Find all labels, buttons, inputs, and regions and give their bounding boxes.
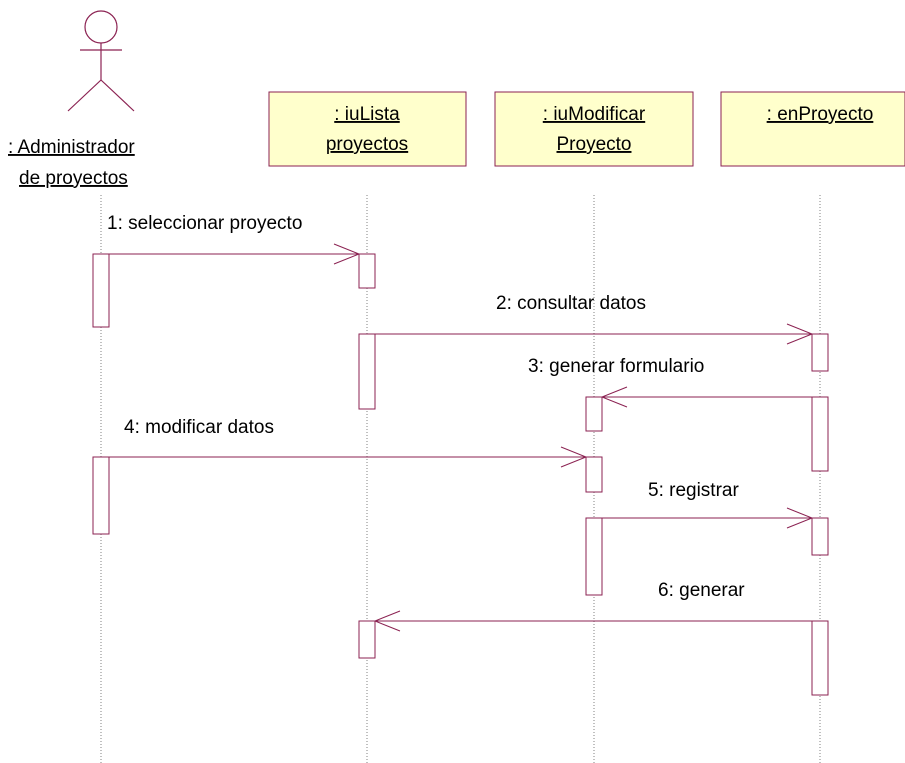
activation-bar xyxy=(92,456,110,535)
arrowhead-left-icon xyxy=(600,386,628,408)
activation-bar xyxy=(811,333,829,372)
object-enproyecto-label-line1: : enProyecto xyxy=(767,104,874,125)
object-enproyecto[interactable]: : enProyecto xyxy=(720,91,905,167)
activation-bar xyxy=(585,396,603,432)
object-iulista-label-line2: proyectos xyxy=(326,134,408,155)
activation-bar xyxy=(585,456,603,493)
message-5-label: 5: registrar xyxy=(648,480,739,501)
activation-bar xyxy=(358,253,376,289)
message-4-label: 4: modificar datos xyxy=(124,417,274,438)
message-6-label: 6: generar xyxy=(658,580,745,601)
message-4[interactable] xyxy=(109,446,588,468)
message-2[interactable] xyxy=(375,323,814,345)
activation-bar xyxy=(585,517,603,596)
lifelines xyxy=(100,195,821,763)
activation-bar xyxy=(811,517,829,556)
activation-bar xyxy=(92,253,110,328)
activation-bar xyxy=(811,620,829,696)
object-iumodificar-label-line1: : iuModificar xyxy=(543,104,646,125)
object-iumodificar-label-line2: Proyecto xyxy=(557,134,632,155)
arrowhead-left-icon xyxy=(373,610,401,632)
message-6[interactable] xyxy=(373,610,812,632)
message-1[interactable] xyxy=(109,243,361,265)
object-iumodificar[interactable]: : iuModificar Proyecto xyxy=(494,91,694,167)
arrowhead-right-icon xyxy=(333,243,361,265)
message-2-label: 2: consultar datos xyxy=(496,293,646,314)
actor-name-line2: de proyectos xyxy=(19,168,128,189)
arrowhead-right-icon xyxy=(786,323,814,345)
activation-bars xyxy=(92,253,829,696)
message-3-label: 3: generar formulario xyxy=(528,356,704,377)
message-3[interactable] xyxy=(600,386,812,408)
arrowhead-right-icon xyxy=(786,507,814,529)
activation-bar xyxy=(358,620,376,659)
object-iulista-label-line1: : iuLista xyxy=(334,104,400,125)
stick-figure-actor-icon xyxy=(67,10,135,112)
actor-administrador[interactable]: : Administrador de proyectos xyxy=(8,10,135,189)
activation-bar xyxy=(811,396,829,472)
message-5[interactable] xyxy=(602,507,814,529)
activation-bar xyxy=(358,333,376,410)
actor-name-line1: : Administrador xyxy=(8,137,135,158)
arrowhead-right-icon xyxy=(560,446,588,468)
message-1-label: 1: seleccionar proyecto xyxy=(107,213,302,234)
object-iulista[interactable]: : iuLista proyectos xyxy=(268,91,467,167)
